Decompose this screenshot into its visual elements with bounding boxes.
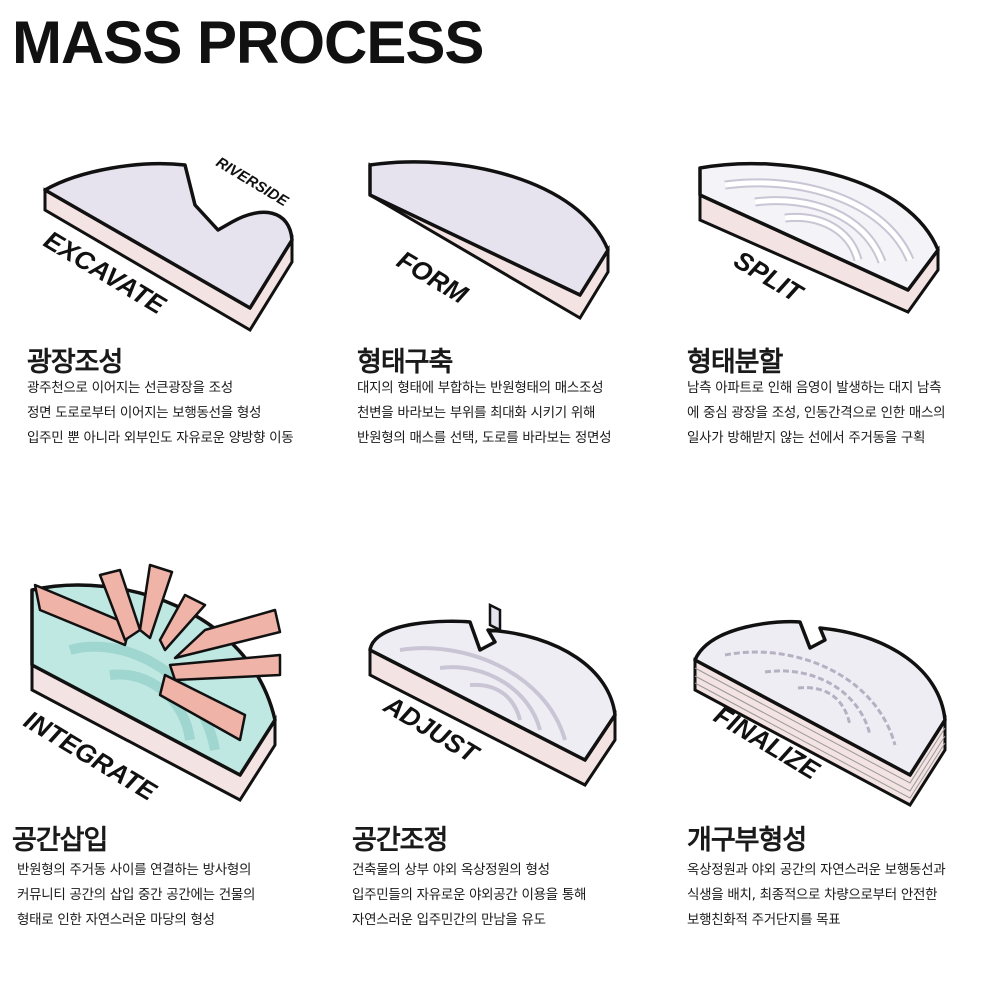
- desc-line: 입주민 뿐 아니라 외부인도 자유로운 양방향 이동: [27, 430, 294, 446]
- desc-line: 남측 아파트로 인해 음영이 발생하는 대지 남측: [687, 380, 942, 396]
- step-heading: 공간삽입: [12, 825, 108, 856]
- form-diagram: FORM: [368, 160, 610, 321]
- step-finalize: FINALIZE 개구부형성 옥상정원과 야외 공간의 자연스러운 보행동선과 …: [670, 550, 1000, 950]
- desc-line: 반원형의 주거동 사이를 연결하는 방사형의: [17, 862, 252, 878]
- step-heading: 형태구축: [357, 347, 453, 378]
- step-label: FORM: [392, 244, 474, 310]
- page-title: MASS PROCESS: [12, 9, 484, 76]
- desc-line: 에 중심 광장을 조성, 인동간격으로 인한 매스의: [687, 405, 946, 421]
- step-form: FORM 형태구축 대지의 형태에 부합하는 반원형태의 매스조성 천변을 바라…: [340, 140, 670, 460]
- desc-line: 정면 도로로부터 이어지는 보행동선을 형성: [27, 405, 262, 421]
- desc-line: 보행친화적 주거단지를 목표: [687, 912, 841, 928]
- step-heading: 공간조정: [352, 825, 448, 856]
- finalize-diagram: FINALIZE: [693, 619, 947, 807]
- integrate-diagram: INTEGRATE: [19, 563, 282, 807]
- desc-line: 광주천으로 이어지는 선큰광장을 조성: [27, 380, 233, 396]
- step-heading: 개구부형성: [687, 825, 807, 856]
- desc-line: 입주민들의 자유로운 야외공간 이용을 통해: [352, 887, 587, 903]
- desc-line: 식생을 배치, 최종적으로 차량으로부터 안전한: [687, 887, 938, 903]
- riverside-label: RIVERSIDE: [213, 154, 292, 211]
- desc-line: 옥상정원과 야외 공간의 자연스러운 보행동선과: [687, 862, 946, 878]
- step-split: SPLIT 형태분할 남측 아파트로 인해 음영이 발생하는 대지 남측 에 중…: [670, 140, 1000, 460]
- desc-line: 일사가 방해받지 않는 선에서 주거동을 구획: [687, 430, 926, 446]
- split-diagram: SPLIT: [698, 161, 940, 314]
- step-adjust: ADJUST 공간조정 건축물의 상부 야외 옥상정원의 형성 입주민들의 자유…: [340, 550, 670, 950]
- desc-line: 대지의 형태에 부합하는 반원형태의 매스조성: [357, 380, 604, 396]
- desc-line: 천변을 바라보는 부위를 최대화 시키기 위해: [357, 405, 596, 421]
- step-heading: 광장조성: [27, 347, 123, 378]
- adjust-diagram: ADJUST: [368, 602, 617, 787]
- step-heading: 형태분할: [687, 347, 783, 378]
- desc-line: 형태로 인한 자연스러운 마당의 형성: [17, 912, 215, 928]
- desc-line: 건축물의 상부 야외 옥상정원의 형성: [352, 862, 550, 878]
- desc-line: 자연스러운 입주민간의 만남을 유도: [352, 912, 546, 928]
- desc-line: 커뮤니티 공간의 삽입 중간 공간에는 건물의: [17, 887, 256, 903]
- desc-line: 반원형의 매스를 선택, 도로를 바라보는 정면성: [357, 430, 612, 446]
- step-integrate: INTEGRATE 공간삽입 반원형의 주거동 사이를 연결하는 방사형의 커뮤…: [0, 550, 330, 950]
- step-excavate: EXCAVATE RIVERSIDE 광장조성 광주천으로 이어지는 선큰광장을…: [0, 140, 330, 460]
- excavate-diagram: EXCAVATE RIVERSIDE: [39, 154, 294, 333]
